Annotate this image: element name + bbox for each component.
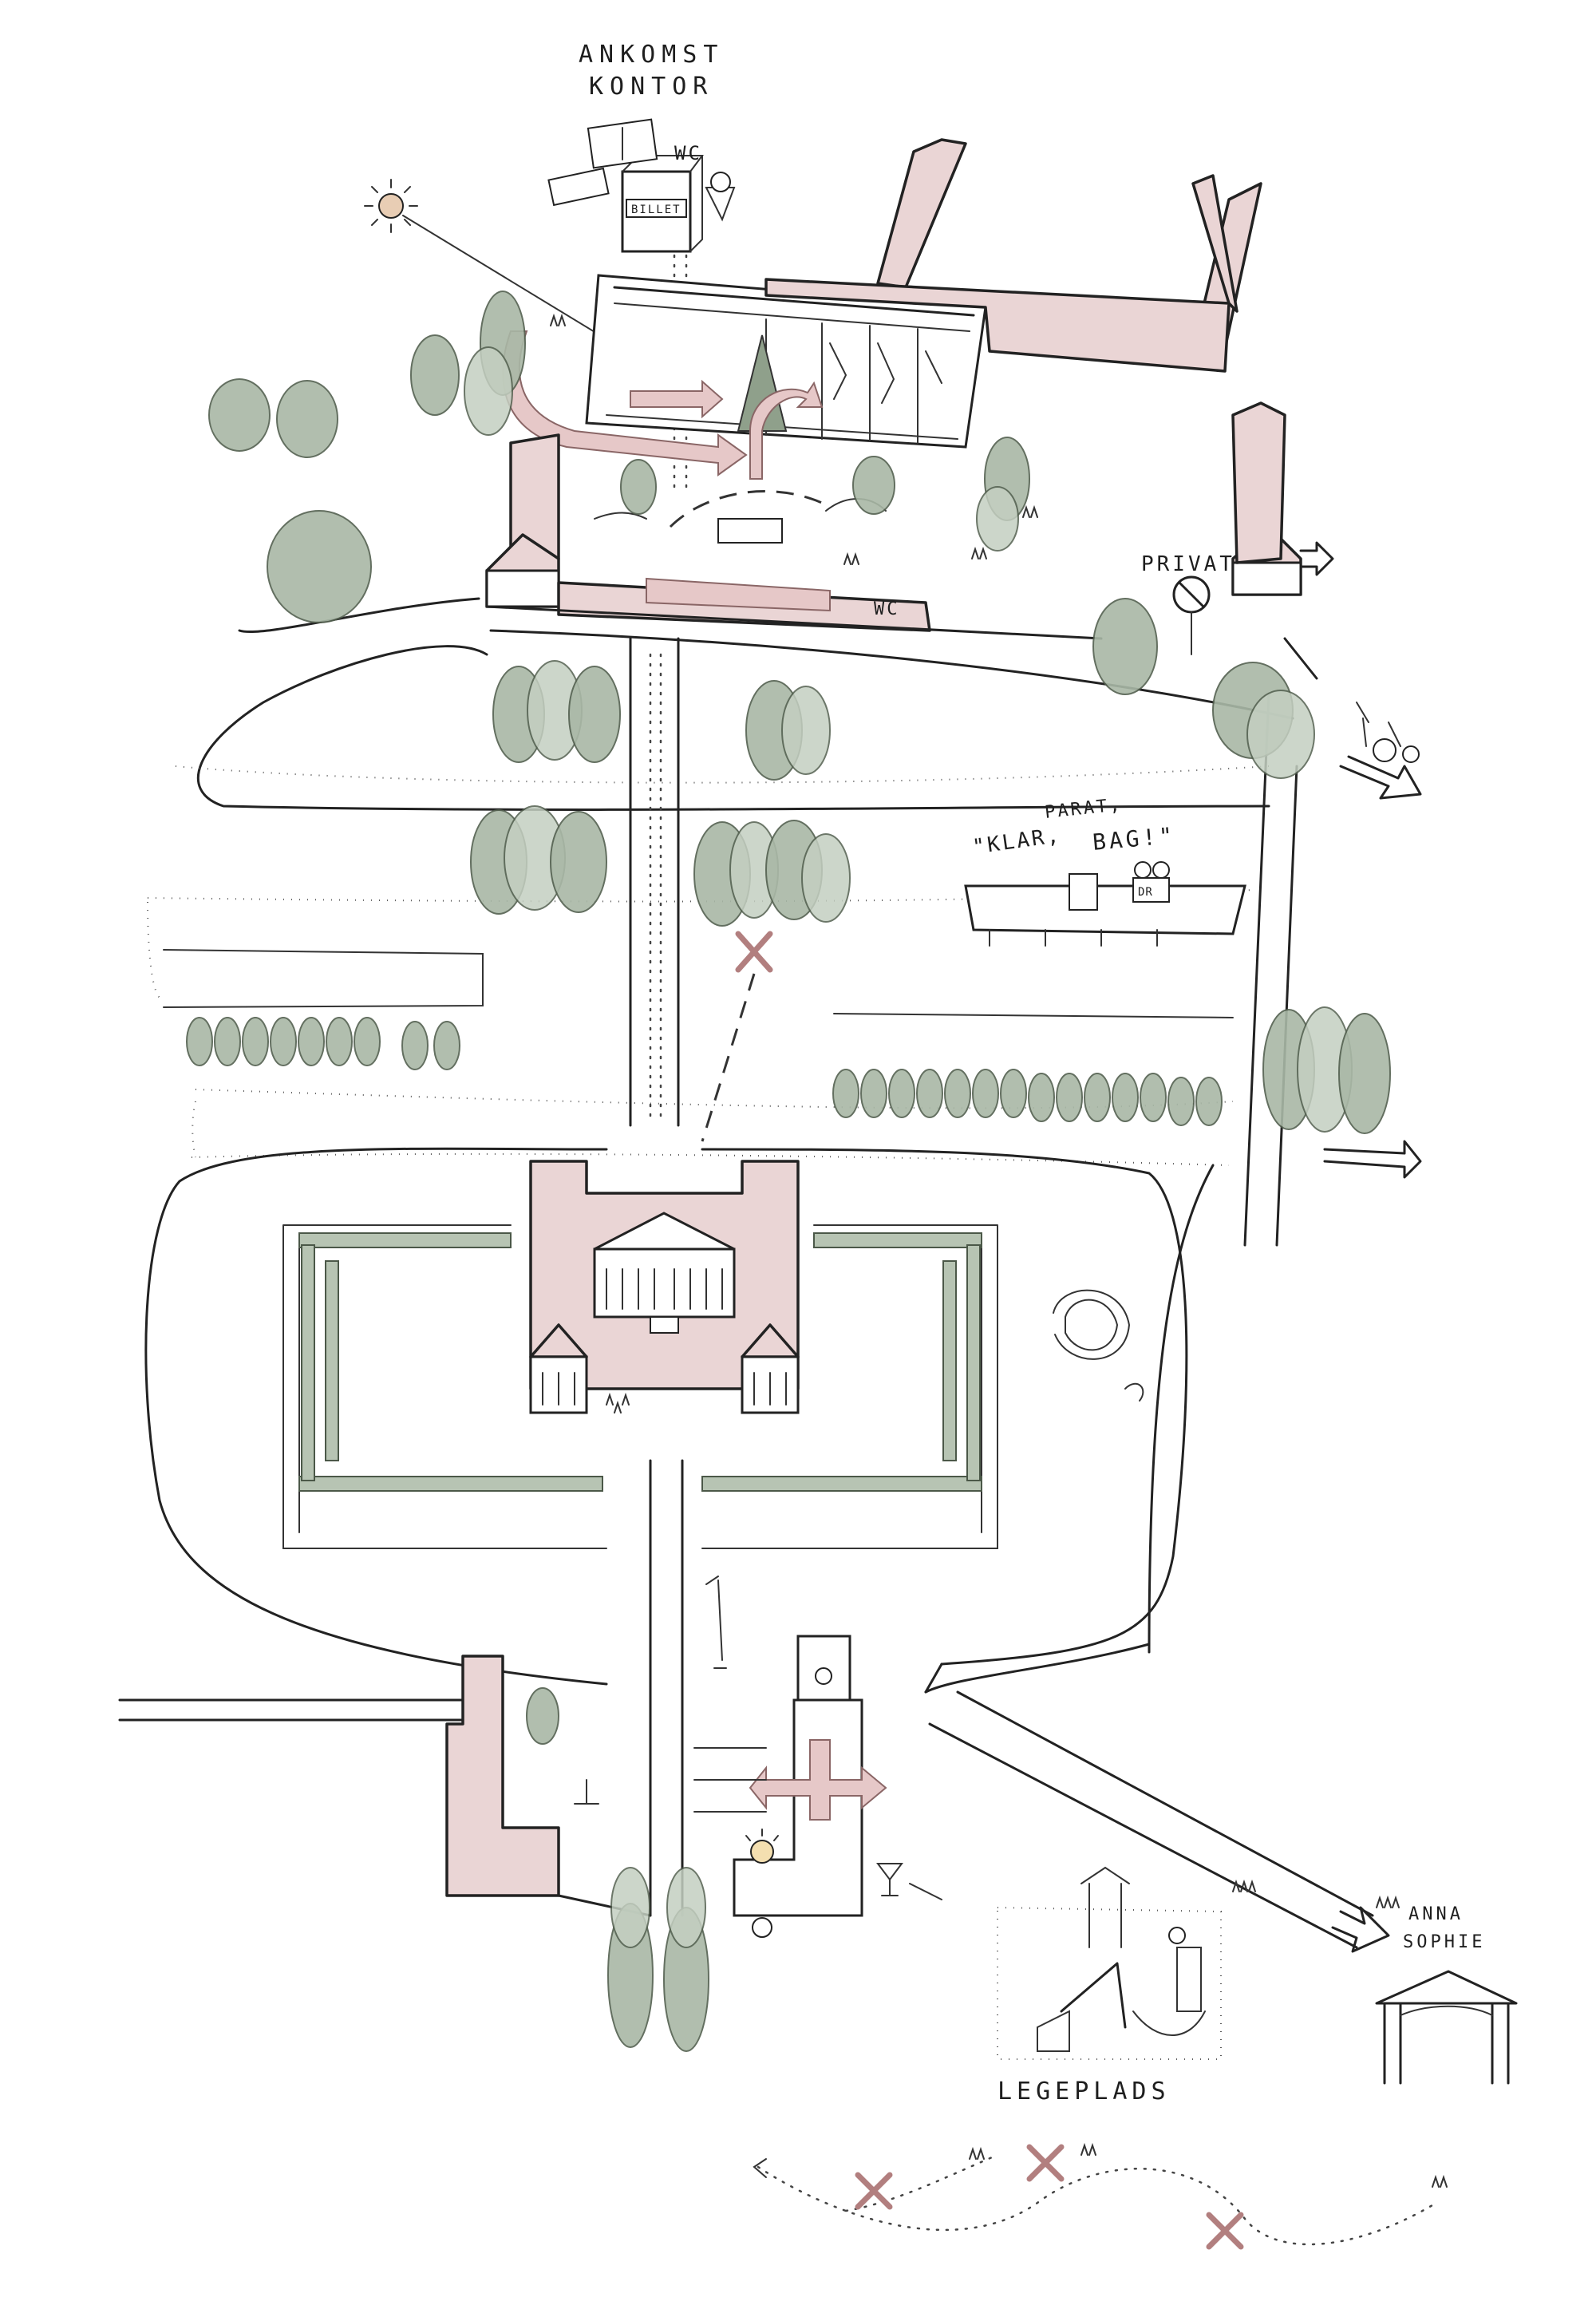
ticket-icon [547, 167, 610, 207]
film-quote-2: PARAT, [1044, 795, 1124, 823]
garden-hedges [282, 1224, 998, 1549]
route-arrow [749, 381, 824, 480]
south-buildings [445, 1576, 887, 1938]
map-leaflet-icon [587, 118, 658, 169]
sculpture-icon [752, 1917, 772, 1938]
road-network [118, 597, 1438, 2246]
cocktail-icon [876, 1863, 942, 1900]
wc-top-label: WC [674, 142, 702, 164]
playground-label: LEGEPLADS [998, 2078, 1171, 2105]
film-quote-1: "KLAR, [971, 824, 1063, 860]
courtyard: WC [485, 433, 1103, 640]
playground: LEGEPLADS [997, 1866, 1222, 2105]
exit-arrow-icon [1331, 1906, 1390, 1953]
route-markers [701, 931, 773, 1142]
exit-arrow-icon [1299, 541, 1334, 576]
south-trees [607, 1867, 709, 2052]
arrival-trees [208, 291, 1315, 779]
lightbulb-icon [745, 1829, 779, 1864]
wc-bottom-label: WC [874, 599, 900, 619]
palace [529, 1160, 800, 1414]
anna-sophie-label-2: SOPHIE [1403, 1932, 1485, 1952]
ice-cream-icon [705, 172, 736, 222]
people-icon [550, 313, 1448, 2188]
wheelchair-icon [1356, 702, 1420, 763]
hedgerows [163, 949, 1422, 1179]
arrival-label-line2: KONTOR [589, 73, 713, 101]
private-label: PRIVAT [1141, 552, 1235, 576]
arrival-area: ANKOMST KONTOR BILLET WC [208, 41, 1422, 800]
ticket-office: BILLET WC [621, 142, 704, 253]
fountain [1053, 1289, 1144, 1402]
avenue-trees [470, 660, 851, 927]
camera-label: DR [1138, 886, 1153, 899]
anna-sophie-monument: ANNA SOPHIE [1375, 1904, 1518, 2085]
arrival-label-line1: ANKOMST [579, 41, 724, 69]
film-quote-3: BAG!" [1092, 822, 1177, 856]
south-route-crosses [753, 2144, 1244, 2250]
private-house: PRIVAT [1141, 401, 1334, 655]
route-arrow [749, 1739, 887, 1821]
no-entry-sign-icon [1172, 575, 1211, 655]
ticket-sign: BILLET [631, 204, 681, 216]
exit-arrow-icon [1323, 1140, 1422, 1179]
greenhouse [502, 274, 987, 480]
film-camera-icon: DR [1132, 861, 1170, 903]
film-set: "KLAR, PARAT, BAG!" DR [964, 795, 1246, 947]
route-arrow [630, 379, 724, 419]
barn-buildings [764, 138, 1262, 373]
exit-arrow-icon [1339, 755, 1422, 800]
anna-sophie-label-1: ANNA [1408, 1904, 1464, 1924]
